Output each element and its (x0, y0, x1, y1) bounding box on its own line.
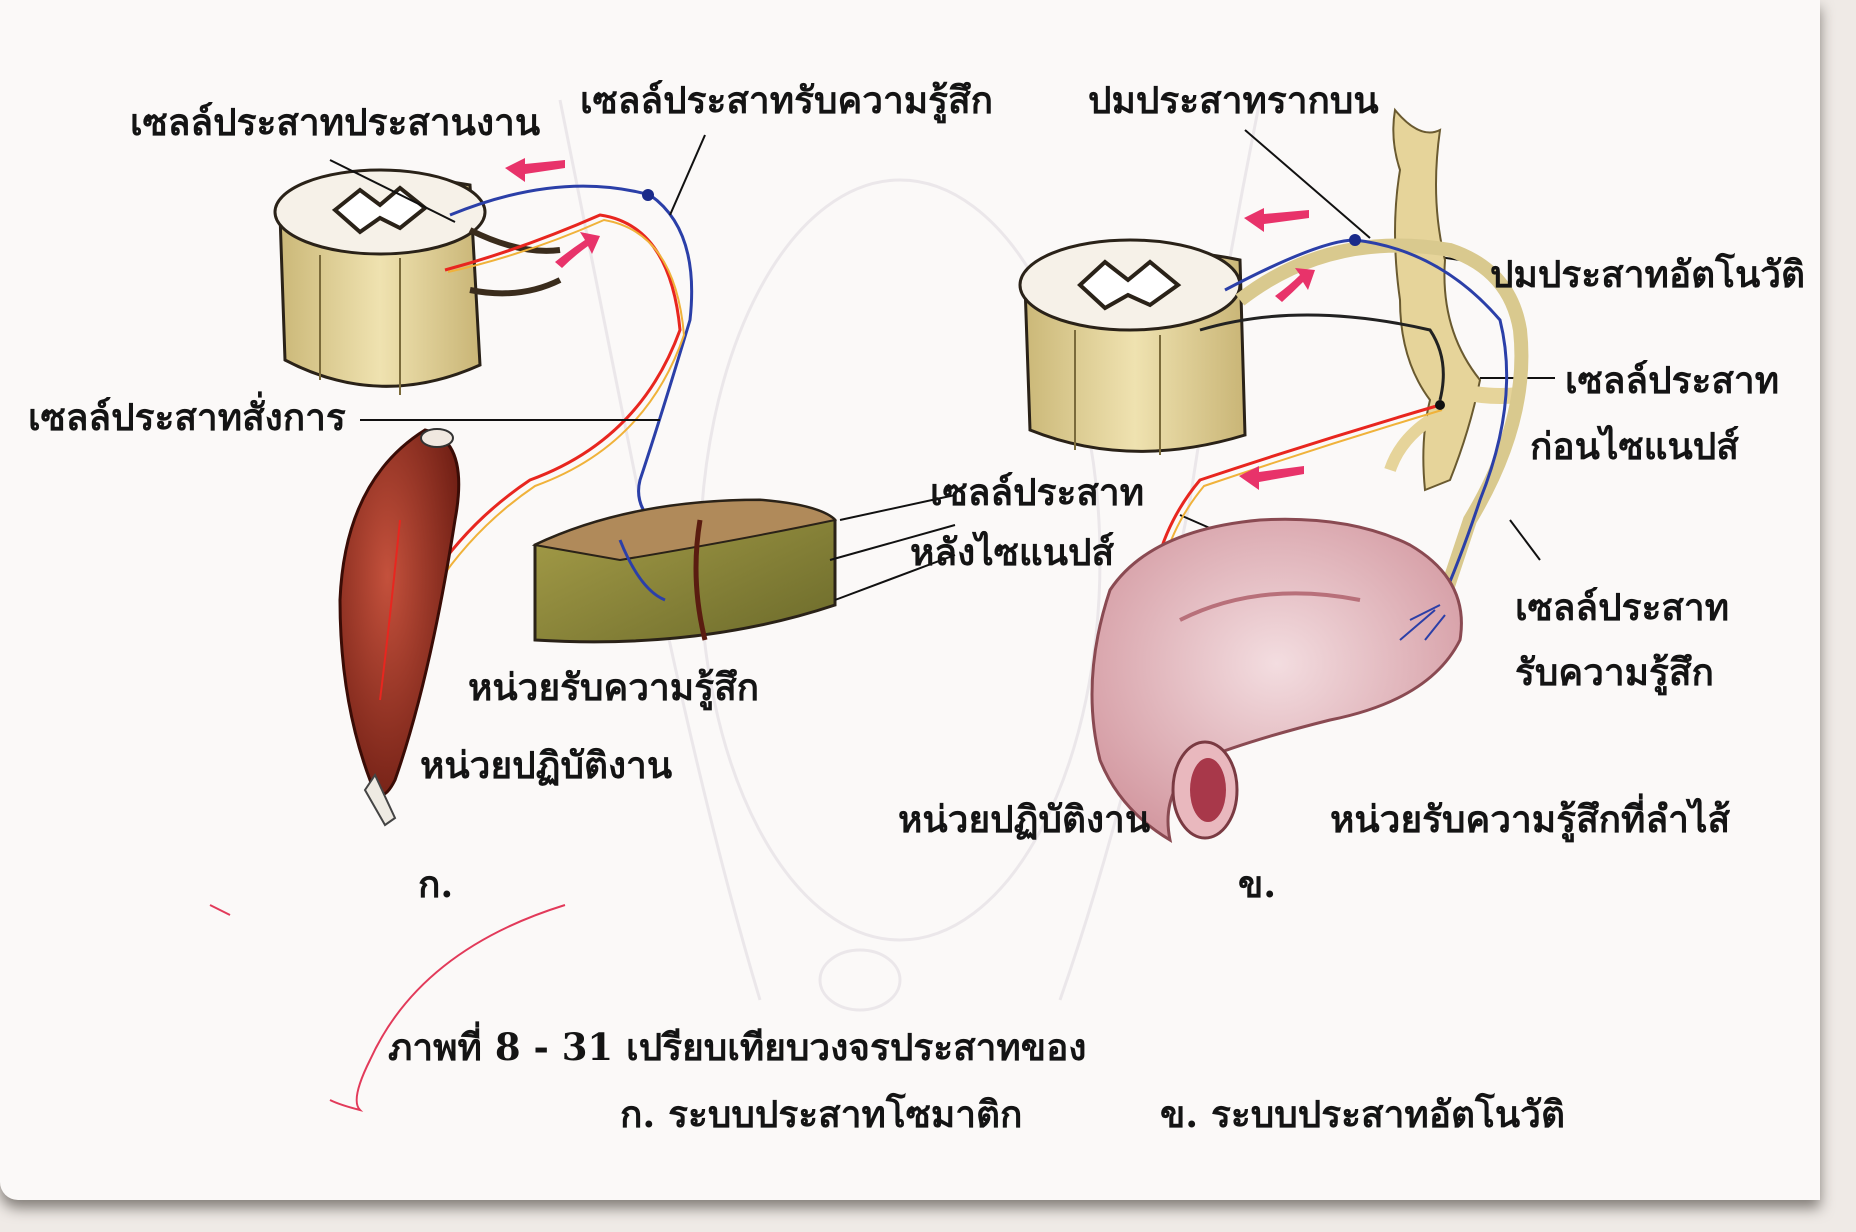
preganglionic-fiber (1199, 313, 1445, 401)
direction-arrows-a (505, 158, 600, 268)
sensory-fiber-a (449, 184, 694, 547)
label-sensory-b-line1: เซลล์ประสาท (1515, 585, 1730, 629)
intestine (1090, 517, 1463, 844)
spinal-cord-a (273, 168, 562, 395)
figure-b-letter: ข. (1238, 862, 1277, 906)
figure-a-letter: ก. (418, 862, 454, 906)
label-interneuron: เซลล์ประสาทประสานงาน (130, 100, 541, 144)
figure-caption-part-a: ก. ระบบประสาทโซมาติก (620, 1092, 1023, 1136)
label-receptor-a: หน่วยรับความรู้สึก (468, 665, 760, 709)
label-effector-b: หน่วยปฏิบัติงาน (898, 797, 1151, 841)
label-dorsal-root-ganglion: ปมประสาทรากบน (1088, 78, 1379, 122)
direction-arrows-b (1239, 208, 1315, 490)
label-effector-a: หน่วยปฏิบัติงาน (420, 743, 673, 787)
label-autonomic-ganglion: ปมประสาทอัตโนวัติ (1490, 252, 1806, 296)
figure-caption-part-b: ข. ระบบประสาทอัตโนวัติ (1160, 1092, 1565, 1136)
label-motor-neuron: เซลล์ประสาทสั่งการ (28, 395, 346, 439)
label-intestine-receptor: หน่วยรับความรู้สึกที่ลำไส้ (1330, 797, 1731, 841)
label-preganglionic-line1: เซลล์ประสาท (1565, 358, 1780, 402)
muscle-effector (338, 428, 461, 827)
label-preganglionic-line2: ก่อนไซแนปส์ (1530, 424, 1739, 468)
spinal-cord-b (1018, 238, 1247, 455)
label-postganglionic-line1: เซลล์ประสาท (930, 470, 1145, 514)
label-sensory-b-line2: รับความรู้สึก (1515, 650, 1714, 694)
autonomic-ganglion-trunk (1384, 107, 1521, 492)
sensory-fiber-b (1224, 238, 1509, 606)
pen-markings (209, 904, 566, 1112)
figure-caption-title: ภาพที่ 8 - 31 เปรียบเทียบวงจรประสาทของ (388, 1025, 1087, 1069)
skin-block (531, 498, 838, 644)
label-postganglionic-line2: หลังไซแนปส์ (910, 530, 1115, 574)
label-sensory-neuron-a: เซลล์ประสาทรับความรู้สึก (580, 78, 993, 122)
